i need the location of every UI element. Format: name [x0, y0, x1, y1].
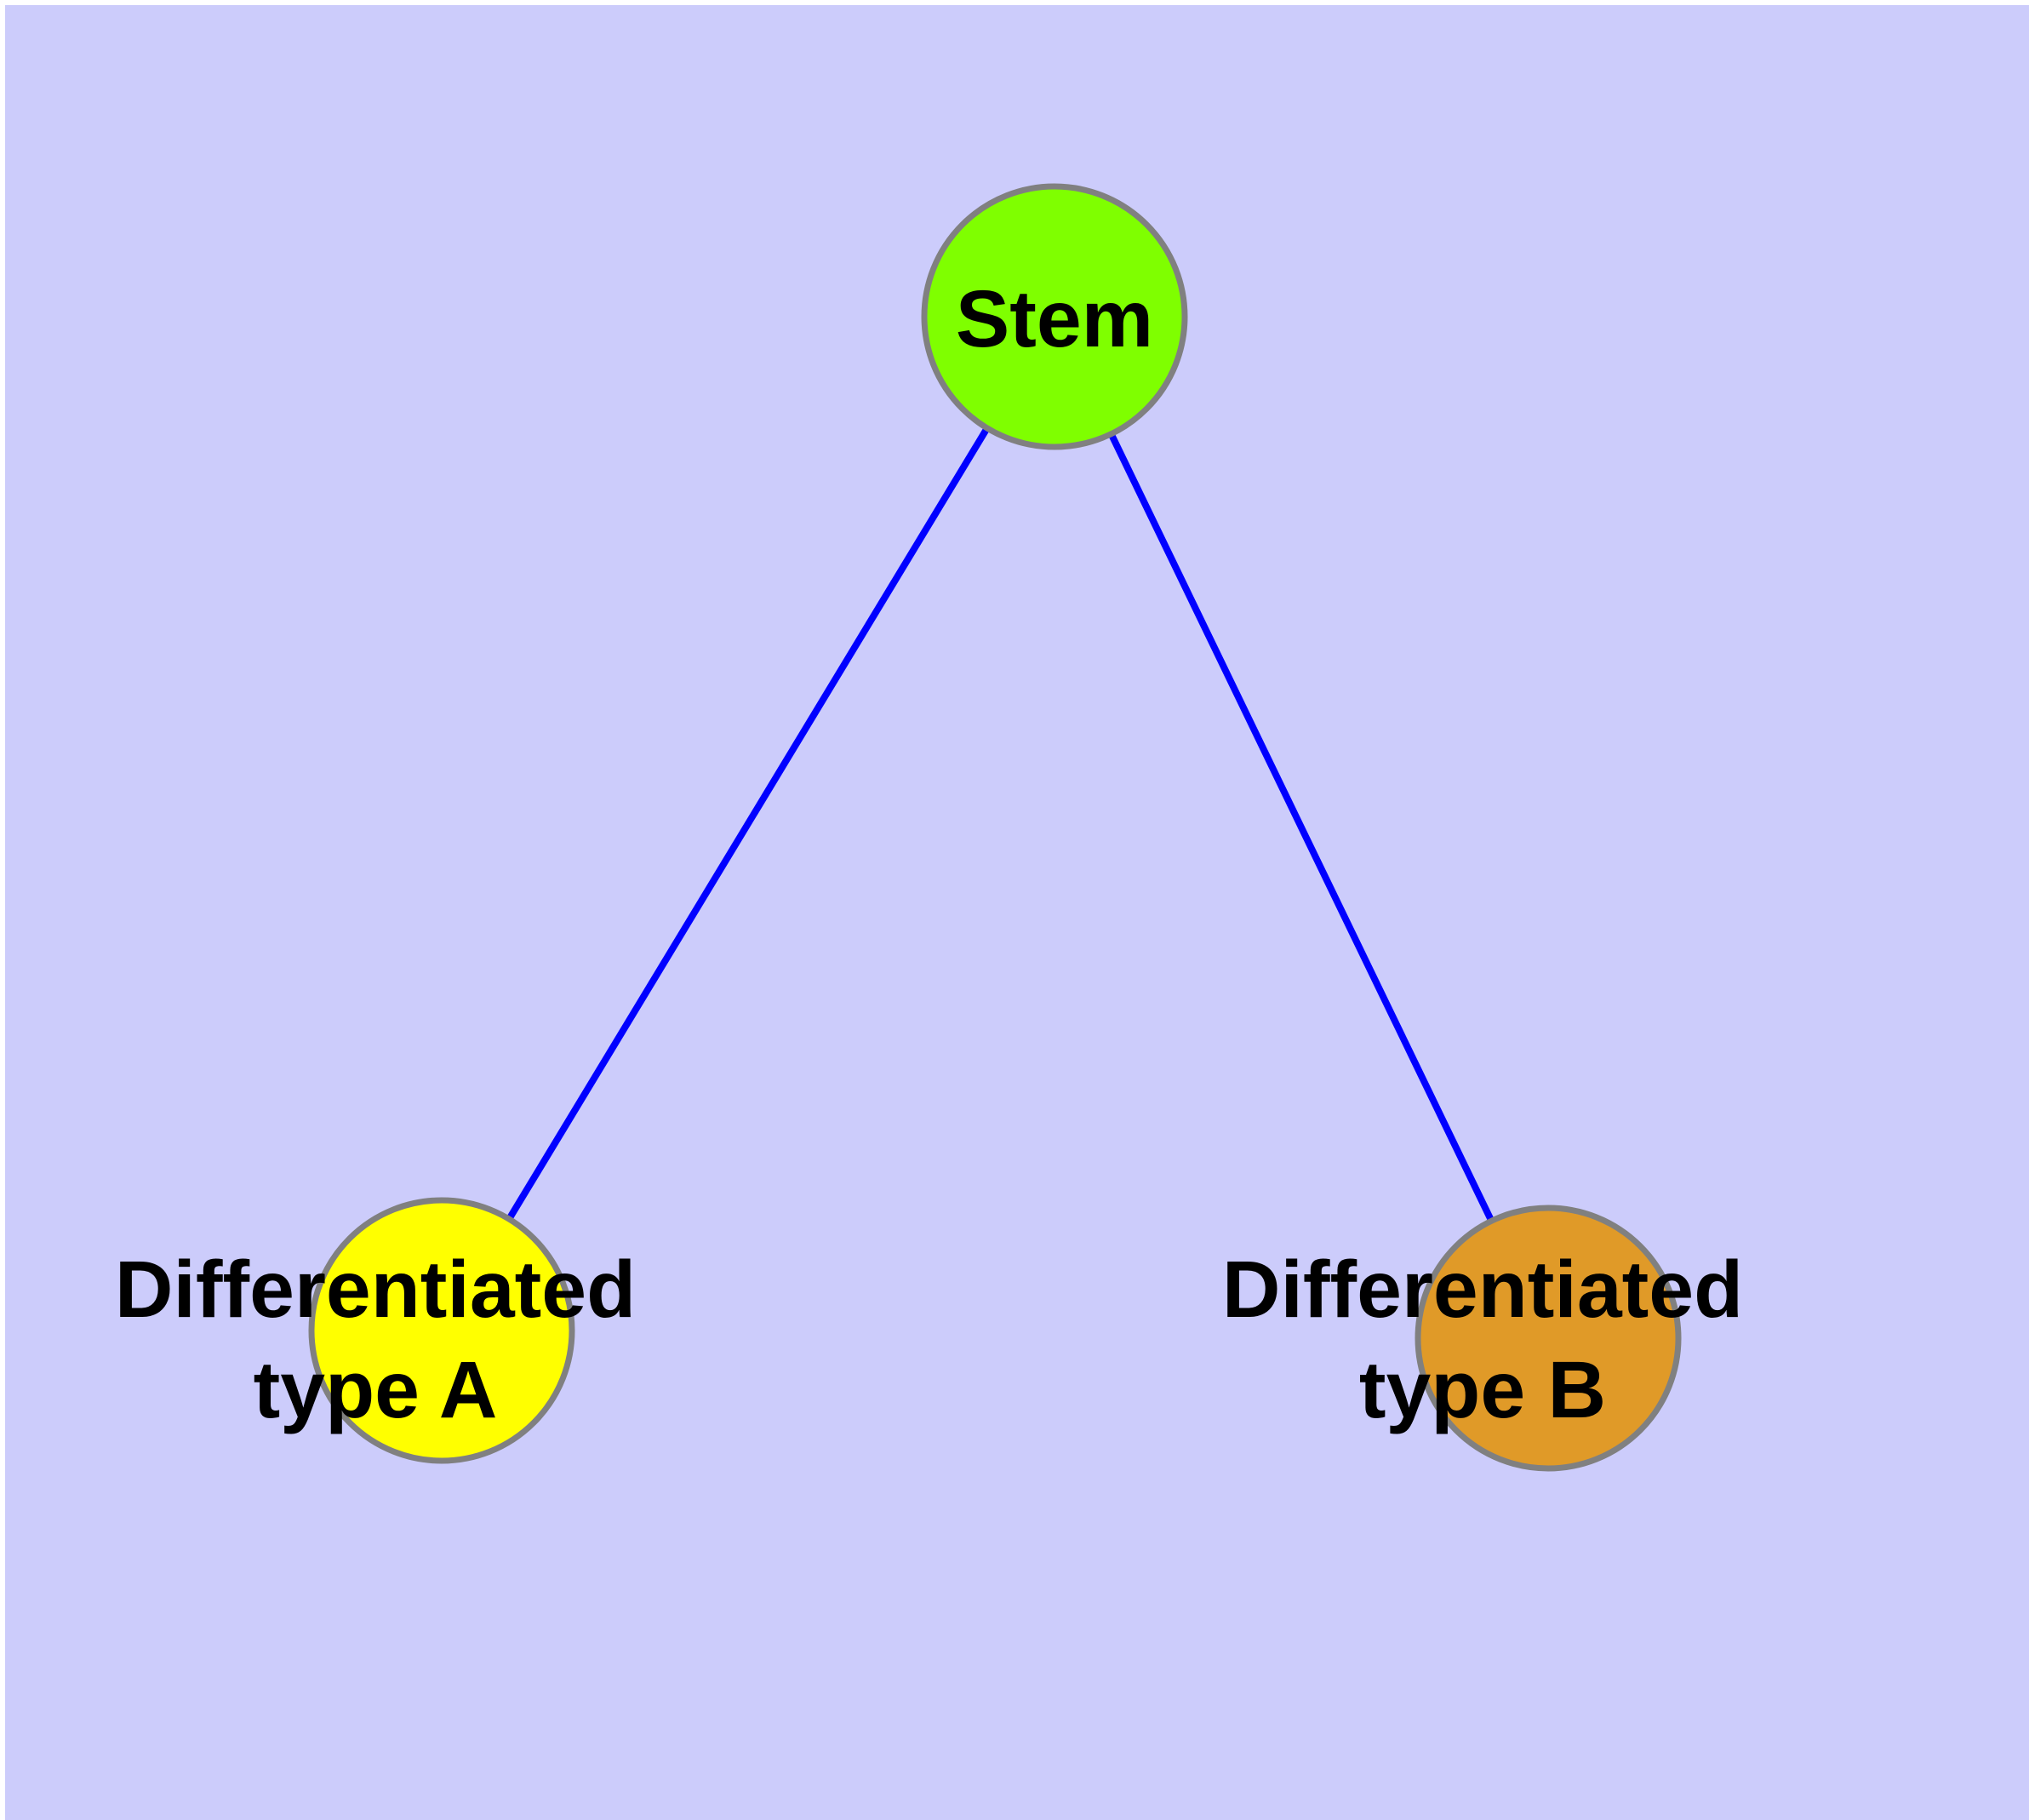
node-diff-b[interactable] — [1415, 1205, 1682, 1472]
node-label-line: Stem — [956, 274, 1153, 364]
edge-stem-to-diff-b[interactable] — [1051, 315, 1552, 1340]
node-stem[interactable] — [921, 183, 1188, 450]
nodes-layer — [308, 183, 1682, 1472]
node-label-line: Differentiated — [1222, 1245, 1743, 1335]
node-label-line: type A — [254, 1345, 498, 1435]
node-label-diff-a: Differentiated type A — [115, 1245, 636, 1435]
node-label-line: type B — [1359, 1345, 1606, 1435]
edge-stem-to-diff-a[interactable] — [438, 314, 1058, 1333]
node-label-line: Differentiated — [115, 1245, 636, 1335]
edges-layer — [438, 314, 1552, 1340]
node-diff-a[interactable] — [308, 1197, 575, 1464]
node-label-diff-b: Differentiated type B — [1222, 1245, 1743, 1435]
node-label-stem: Stem — [956, 274, 1153, 364]
